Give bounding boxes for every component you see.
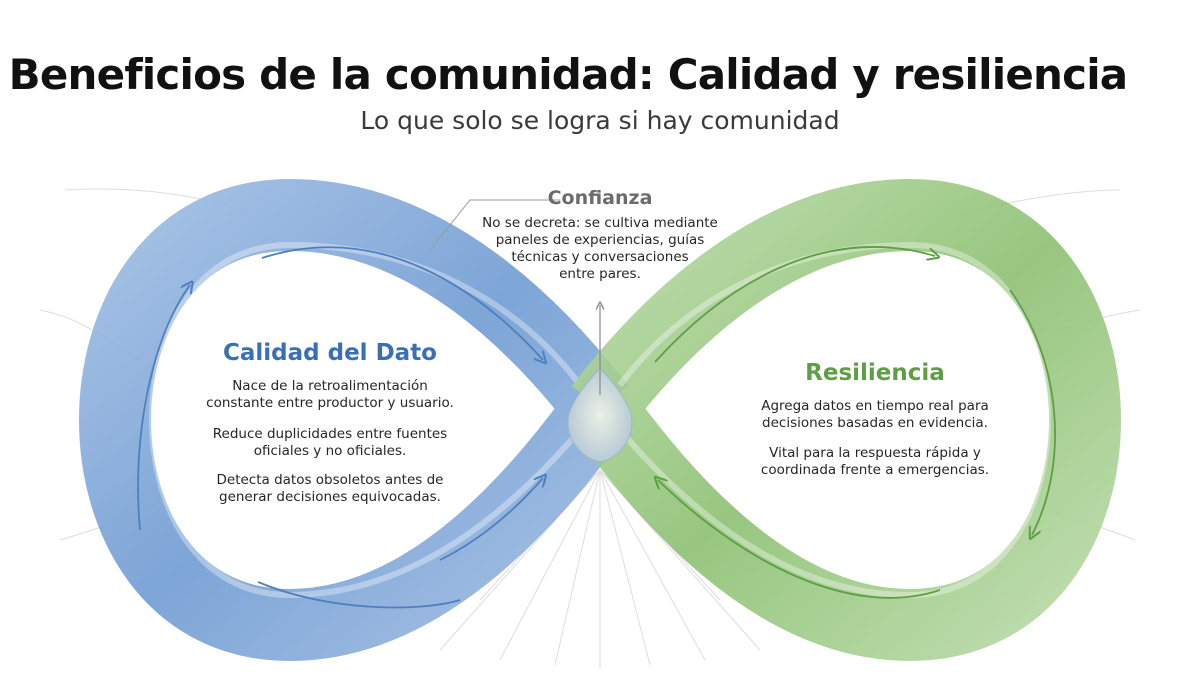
page-title: Beneficios de la comunidad: Calidad y re…	[8, 50, 1129, 99]
quality-point: Reduce duplicidades entre fuentes oficia…	[212, 426, 448, 459]
resilience-point: Agrega datos en tiempo real para decisio…	[761, 398, 989, 431]
quality-flow-arrow-bottom-left	[257, 581, 461, 609]
quality-loop	[78, 178, 630, 662]
resilience-flow-arrow-top	[654, 246, 935, 363]
page-subtitle: Lo que solo se logra si hay comunidad	[360, 106, 840, 135]
quality-point: Nace de la retroalimentación constante e…	[206, 378, 454, 411]
quality-flow-arrow-bottom	[439, 478, 543, 561]
resilience-point: Vital para la respuesta rápida y coordin…	[760, 445, 990, 478]
quality-flow-arrow-left	[137, 285, 190, 531]
trust-callout-line	[429, 199, 560, 251]
quality-flow-arrow-top	[261, 246, 543, 360]
center-knot	[567, 367, 633, 463]
resilience-title: Resiliencia	[805, 360, 945, 386]
resilience-loop	[570, 178, 1122, 662]
trust-title: Confianza	[547, 187, 653, 209]
quality-point: Detecta datos obsoletos antes de generar…	[216, 472, 444, 505]
quality-title: Calidad del Dato	[223, 340, 437, 366]
trust-description: No se decreta: se cultiva mediante panel…	[482, 215, 718, 282]
resilience-flow-arrow-bottom	[658, 480, 941, 599]
resilience-flow-arrow-right	[1009, 289, 1056, 535]
